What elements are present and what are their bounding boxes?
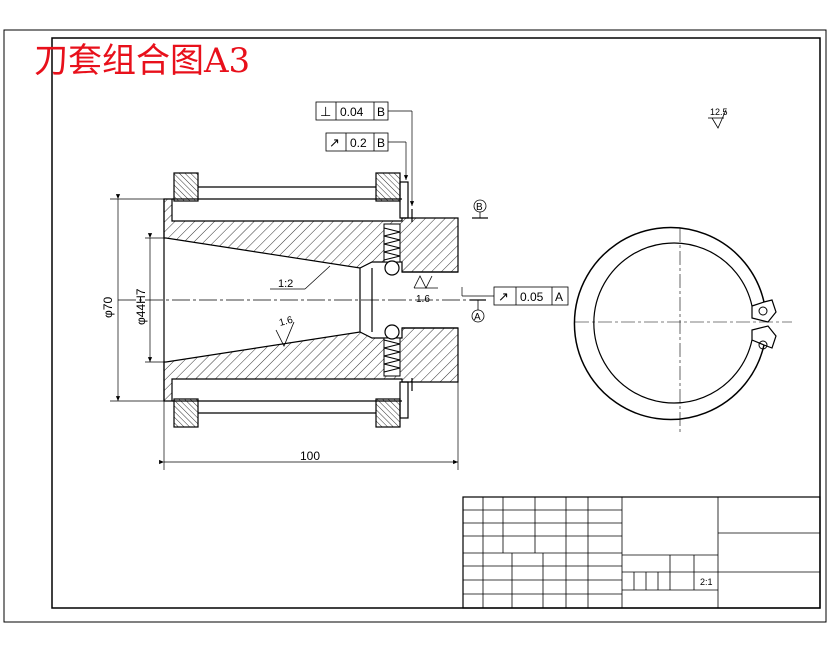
dim-bore-diameter: φ44H7 bbox=[134, 288, 148, 325]
title-block-scale: 2:1 bbox=[700, 577, 713, 587]
upper-ball bbox=[384, 260, 400, 276]
dim-length: 100 bbox=[300, 449, 320, 463]
ring-lug-upper bbox=[751, 299, 777, 323]
title-block bbox=[462, 496, 821, 609]
tol-perp-value: 0.04 bbox=[340, 105, 364, 119]
datum-b-marker: B bbox=[472, 199, 488, 219]
tol-runout-right-datum: A bbox=[555, 290, 563, 304]
tol-runout-top-symbol: ↗ bbox=[329, 135, 340, 150]
tol-perp-symbol: ⊥ bbox=[320, 104, 331, 119]
tolerance-perpendicularity: ⊥ 0.04 B bbox=[315, 101, 389, 121]
sheet-outer-border bbox=[3, 29, 827, 623]
roughness-bore-symbol bbox=[413, 275, 438, 289]
lower-right-ring bbox=[375, 398, 401, 428]
ring-inner bbox=[593, 242, 753, 404]
tol-runout-right-symbol: ↗ bbox=[498, 289, 509, 304]
datum-a-marker: A bbox=[470, 299, 486, 323]
tol-perp-datum: B bbox=[377, 105, 385, 119]
retaining-ring-view bbox=[573, 226, 792, 432]
tol-runout-top-value: 0.2 bbox=[350, 136, 367, 150]
roughness-general-value: 12.5 bbox=[710, 107, 728, 117]
lower-ball bbox=[384, 324, 400, 340]
tol-runout-right-value: 0.05 bbox=[520, 290, 544, 304]
datum-b-label: B bbox=[476, 202, 483, 213]
upper-right-ring bbox=[375, 172, 401, 202]
tolerance-runout-top: ↗ 0.2 B bbox=[325, 132, 389, 152]
upper-left-ring bbox=[173, 172, 199, 202]
roughness-bore-value: 1.6 bbox=[416, 294, 430, 305]
body-lower-section bbox=[163, 327, 459, 402]
roughness-general-symbol bbox=[708, 109, 727, 129]
drawing-title: 刀套组合图A3 bbox=[34, 41, 250, 81]
drawing-frame bbox=[51, 37, 821, 609]
dim-outer-diameter: φ70 bbox=[101, 297, 115, 318]
ring-outer bbox=[573, 226, 765, 421]
roughness-cone-symbol bbox=[275, 321, 295, 347]
tol-runout-top-datum: B bbox=[377, 136, 385, 150]
lower-left-ring bbox=[173, 398, 199, 428]
body-upper-section bbox=[163, 198, 459, 273]
lower-spring bbox=[383, 337, 401, 377]
ring-lug-lower bbox=[751, 325, 777, 349]
roughness-cone-value: 1.6 bbox=[278, 315, 295, 329]
dimensions bbox=[110, 194, 459, 470]
datum-a-label: A bbox=[474, 312, 481, 323]
tolerance-runout-right: ↗ 0.05 A bbox=[493, 286, 569, 306]
section-view bbox=[118, 172, 486, 428]
dim-taper: 1:2 bbox=[278, 278, 293, 290]
upper-spring bbox=[383, 223, 401, 263]
